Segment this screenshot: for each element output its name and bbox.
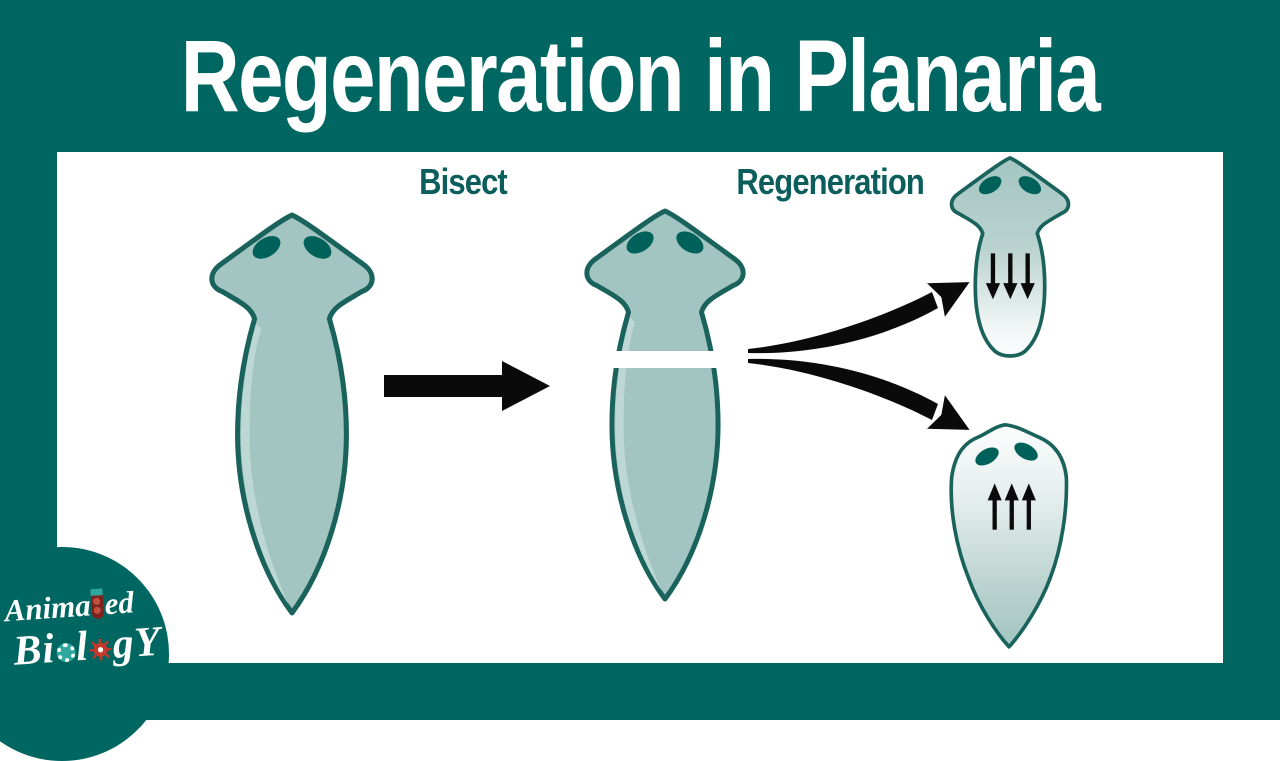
regrowth-down-arrows-icon <box>985 253 1035 300</box>
virus-icon <box>89 638 112 661</box>
regrowth-up-arrows-icon <box>987 483 1036 530</box>
head-fragment-illustration <box>949 156 1071 358</box>
bisect-label: Bisect <box>419 161 508 202</box>
left-eye <box>252 236 281 259</box>
right-arrow-icon <box>384 361 550 411</box>
curved-arrow-down-icon <box>748 358 970 430</box>
page-title: Regeneration in Planaria <box>180 19 1101 133</box>
left-eye <box>975 447 999 466</box>
logo-text-ed: ed <box>103 584 135 622</box>
left-eye <box>978 176 1002 195</box>
body-highlight <box>615 317 662 591</box>
right-eye <box>676 231 704 254</box>
right-eye <box>303 236 332 259</box>
body-highlight <box>241 323 289 605</box>
regeneration-arrows <box>748 282 970 430</box>
right-eye <box>1018 176 1042 195</box>
right-eye <box>1014 442 1038 461</box>
curved-arrow-up-icon <box>748 282 970 354</box>
whole-planarian-illustration <box>209 212 375 616</box>
logo-text-bi: Bi <box>11 625 57 675</box>
test-tube-icon <box>90 588 105 620</box>
logo-text-y: Y <box>132 618 163 667</box>
bisection-cut <box>578 351 752 368</box>
tail-fragment-illustration <box>949 422 1069 649</box>
bisected-planarian-illustration <box>584 208 746 602</box>
cell-icon <box>55 642 76 663</box>
left-eye <box>626 231 654 254</box>
logo-text-l: l <box>74 623 91 671</box>
logo-text-anima: Anima <box>3 587 92 629</box>
regeneration-label: Regeneration <box>736 161 924 202</box>
